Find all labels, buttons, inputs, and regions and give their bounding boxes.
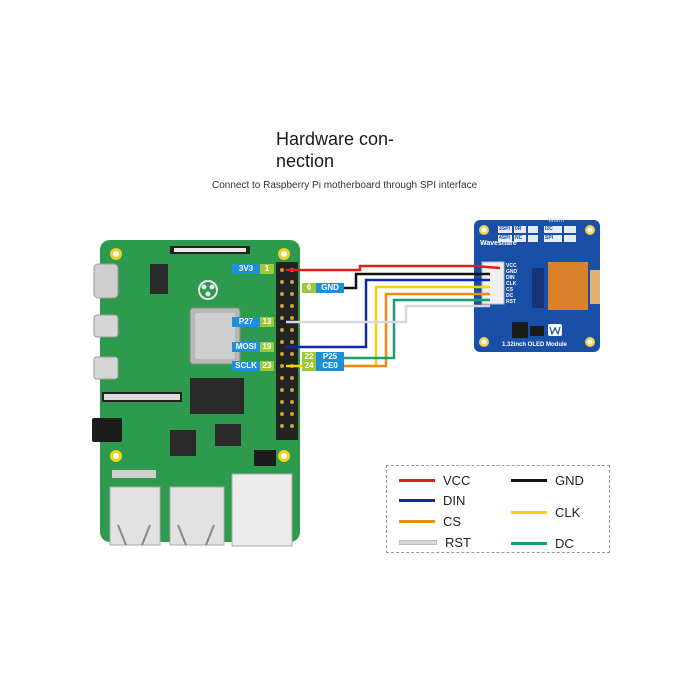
legend-label: DIN (443, 492, 466, 508)
pin-name: CE0 (316, 361, 344, 371)
pin-number: 24 (302, 361, 316, 371)
legend-swatch (399, 498, 435, 502)
wire-dc (344, 298, 490, 360)
title-line-1: Hardware con- (276, 129, 395, 149)
wires (286, 264, 501, 368)
module-table-cell: I2C (545, 226, 553, 232)
pin-name: MOSI (232, 342, 260, 352)
legend-label: RST (445, 534, 471, 550)
legend-swatch (511, 510, 547, 514)
waveshare-logo-icon (548, 324, 562, 336)
legend-swatch (511, 541, 547, 545)
module-pin-rst: RST (506, 299, 516, 305)
module-corner-label: Worm (548, 218, 564, 224)
module-table-cell: 4SPI (499, 235, 510, 241)
title-line-2: nection (276, 151, 335, 171)
legend-item-cs: CS (399, 512, 461, 530)
pin-number: 13 (260, 317, 274, 327)
oled-module-board (474, 220, 600, 352)
page-title: Hardware con- nection (276, 128, 426, 172)
legend-swatch (399, 519, 435, 523)
legend-swatch (399, 478, 435, 482)
legend-swatch (399, 539, 437, 545)
wire-cs (344, 292, 490, 368)
module-pin-vcc: VCC (506, 263, 517, 269)
module-pin-dc: DC (506, 293, 514, 299)
pin-name: P27 (232, 317, 260, 327)
legend-item-dc: DC (511, 534, 574, 552)
raspberry-pi-board (92, 240, 300, 547)
wire-rst (286, 304, 490, 324)
wire-vcc (286, 264, 501, 272)
pin-number: 23 (260, 361, 274, 371)
legend-item-din: DIN (399, 491, 465, 509)
legend-label: CLK (555, 504, 581, 520)
module-table-cell: SPI (545, 235, 554, 241)
legend-item-rst: RST (399, 533, 471, 551)
legend-label: VCC (443, 472, 471, 488)
pin-name: 3V3 (232, 264, 260, 274)
wire-color-legend: VCC GND DIN CLK CS DC RST (386, 465, 610, 553)
pin-name: GND (316, 283, 344, 293)
legend-swatch (511, 478, 547, 482)
pin-number: 1 (260, 264, 274, 274)
pin-number: 19 (260, 342, 274, 352)
legend-label: CS (443, 513, 462, 529)
module-pin-clk: CLK (506, 281, 517, 287)
pin-name: P25 (316, 352, 344, 362)
legend-item-gnd: GND (511, 471, 584, 489)
module-brand: Waveshare (480, 240, 517, 247)
legend-item-clk: CLK (511, 503, 580, 521)
legend-item-vcc: VCC (399, 471, 470, 489)
wire-gnd (340, 272, 490, 290)
wire-din (286, 278, 490, 349)
module-table-cell: NC (515, 235, 523, 241)
raspberry-logo-icon (198, 280, 218, 300)
module-name: 1.32inch OLED Module (502, 342, 568, 348)
module-pin-din: DIN (506, 275, 515, 281)
pin-number: 6 (302, 283, 316, 293)
page-subtitle: Connect to Raspberry Pi motherboard thro… (212, 180, 478, 191)
pin-number: 22 (302, 352, 316, 362)
pin-name: SCLK (232, 361, 260, 371)
module-table-cell: 0R (515, 226, 522, 232)
module-pin-cs: CS (506, 287, 513, 293)
module-table-cell: 3SPI (499, 226, 510, 232)
module-pin-gnd: GND (506, 269, 518, 275)
legend-label: DC (555, 535, 574, 551)
legend-label: GND (555, 472, 584, 488)
